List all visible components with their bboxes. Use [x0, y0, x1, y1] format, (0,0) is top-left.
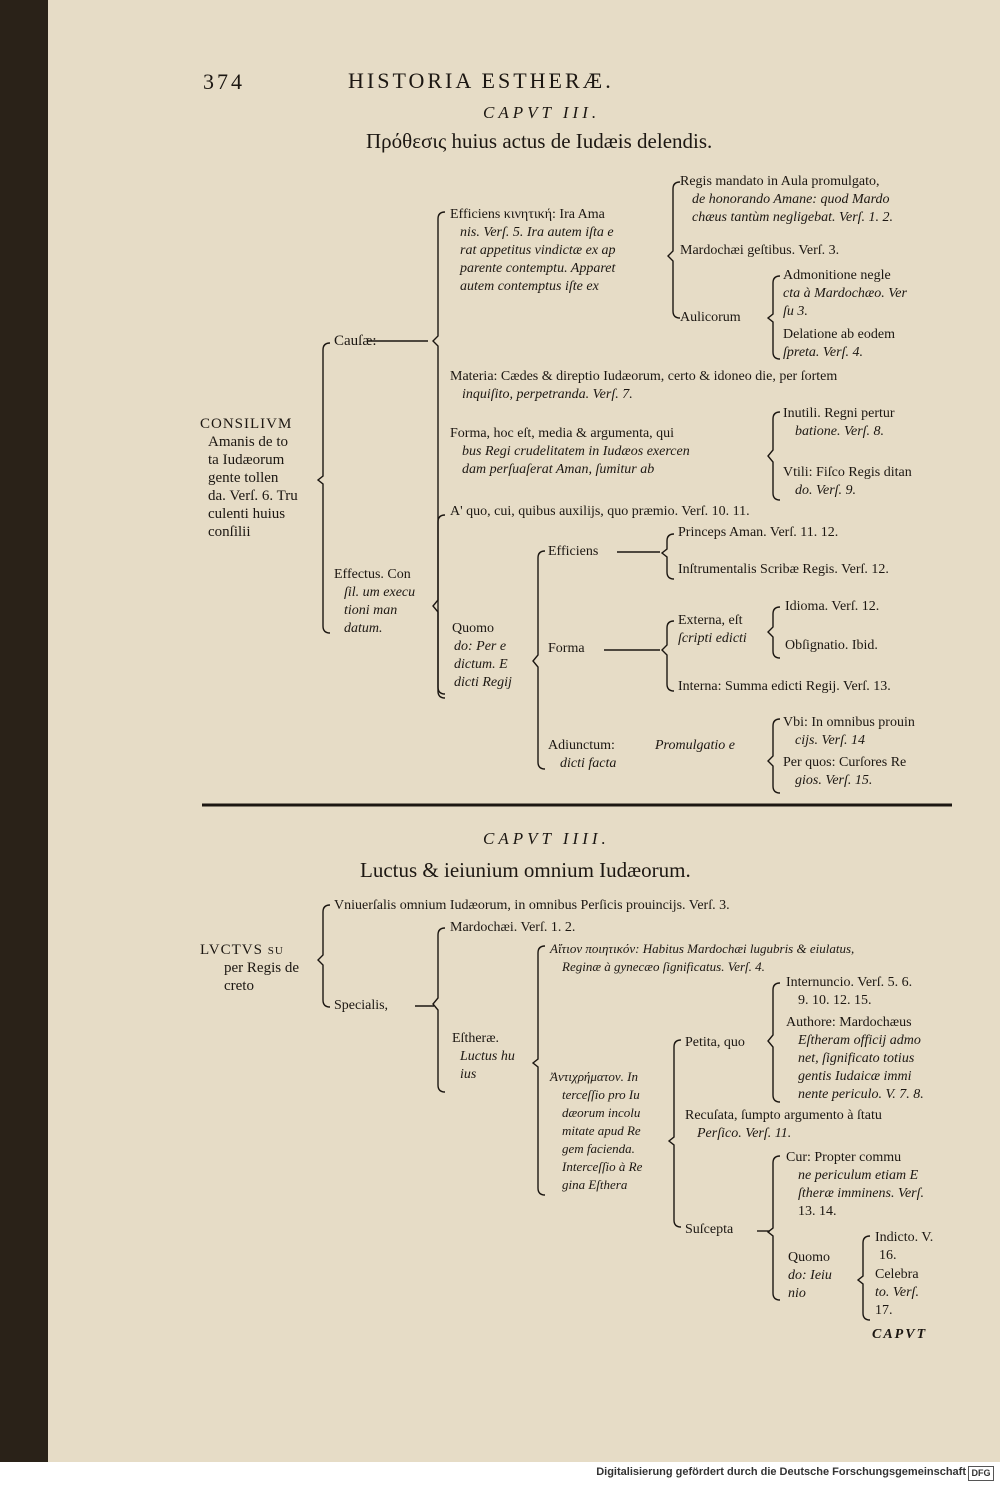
ch4-authore: Authore: Mardochæus Eſtheram officij adm… [786, 1015, 924, 1102]
chapter3-caput: CAPVT III. [483, 103, 601, 122]
chapter3-title: Πρόθεσις huius actus de Iudæis delendis. [366, 129, 713, 153]
ch3-effectus: Effectus. Con ſil. um execu tioni man da… [334, 567, 416, 636]
ch3-externa: Externa, eſt ſcripti edicti [678, 613, 747, 646]
ch4-cur: Cur: Propter commu ne periculum etiam E … [786, 1150, 924, 1219]
ch3-vtili: Vtili: Fiſco Regis ditan do. Verſ. 9. [783, 465, 912, 498]
ch4-suscepta: Suſcepta [685, 1222, 734, 1237]
ch3-promulgatio: Promulgatio e [655, 738, 735, 753]
ch3-causae: Cauſæ: [334, 333, 377, 349]
ch4-vniuersalis: Vniuerſalis omnium Iudæorum, in omnibus … [334, 898, 730, 913]
ch4-root: LVCTVS ſu per Regis de creto [200, 942, 299, 994]
ch3-adiunctum: Adiunctum: dicti facta [548, 738, 617, 771]
ch3-efficiens: Efficiens κινητική: Ira Ama nis. Verſ. 5… [450, 207, 616, 294]
ch4-petita: Petita, quo [685, 1035, 745, 1050]
ch3-delatione: Delatione ab eodem ſpreta. Verſ. 4. [783, 327, 895, 360]
ch3-inutili: Inutili. Regni pertur batione. Verſ. 8. [783, 406, 895, 439]
ch3-aulicorum: Aulicorum [680, 310, 741, 325]
ch3-admonitione: Admonitione negle cta à Mardochæo. Ver ſ… [783, 268, 907, 319]
ch3-idioma: Idioma. Verſ. 12. [785, 599, 880, 614]
ch3-vbi: Vbi: In omnibus prouin cijs. Verſ. 14 [783, 715, 915, 748]
ch3-perquos: Per quos: Curſores Re gios. Verſ. 15. [783, 755, 907, 788]
ch3-quomodo: Quomo do: Per e dictum. E dicti Regij [452, 621, 512, 690]
running-title: HISTORIA ESTHERÆ. [348, 68, 614, 93]
footer-bar: Digitalisierung gefördert durch die Deut… [0, 1462, 1000, 1485]
ch4-indicto: Indicto. V. 16. [875, 1230, 934, 1263]
ch3-root: CONSILIVM Amanis de to ta Iudæorum gente… [200, 416, 298, 540]
ch4-celebrato: Celebra to. Verſ. 17. [875, 1267, 919, 1318]
footer-credit: Digitalisierung gefördert durch die Deut… [596, 1466, 966, 1478]
dfg-logo-icon: DFG [968, 1466, 994, 1481]
catchword: CAPVT [872, 1327, 928, 1342]
ch4-aitiou: Αἴτιον ποιητικόν: Habitus Mardochæi lugu… [550, 941, 855, 974]
ch3-interna: Interna: Summa edicti Regij. Verſ. 13. [678, 679, 891, 694]
chapter4-caput: CAPVT IIII. [483, 829, 610, 848]
book-page [48, 0, 1000, 1462]
ch4-mardochaei: Mardochæi. Verſ. 1. 2. [450, 920, 576, 935]
ch3-efficiens2: Efficiens [548, 544, 599, 559]
ch3-forma: Forma, hoc eſt, media & argumenta, qui b… [450, 426, 690, 477]
page-number: 374 [203, 69, 245, 94]
ch3-instrumentalis: Inſtrumentalis Scribæ Regis. Verſ. 12. [678, 562, 889, 577]
ch3-aquo: A' quo, cui, quibus auxilijs, quo præmio… [450, 504, 750, 519]
ch3-mardochaei: Mardochæi geſtibus. Verſ. 3. [680, 243, 840, 258]
ch3-regis: Regis mandato in Aula promulgato, de hon… [680, 174, 894, 225]
ch4-internuncio: Internuncio. Verſ. 5. 6. 9. 10. 12. 15. [786, 975, 913, 1008]
ch4-esthera: Eſtheræ. Luctus hu ius [452, 1031, 515, 1082]
ch3-materia: Materia: Cædes & direptio Iudæorum, cert… [450, 369, 838, 402]
ch4-recusata: Recuſata, ſumpto argumento à ſtatu Perſi… [685, 1108, 882, 1141]
ch3-obsignatio: Obſignatio. Ibid. [785, 638, 878, 653]
ch4-antichrema: Ἀντιχρήματον. In terceſſio pro Iu dæorum… [550, 1069, 643, 1192]
ch4-specialis: Specialis, [334, 998, 389, 1013]
ch4-quomodo: Quomo do: Ieiu nio [788, 1250, 832, 1301]
ch3-forma2: Forma [548, 641, 585, 656]
ch3-princeps: Princeps Aman. Verſ. 11. 12. [678, 525, 839, 540]
chapter4-title: Luctus & ieiunium omnium Iudæorum. [360, 858, 691, 882]
